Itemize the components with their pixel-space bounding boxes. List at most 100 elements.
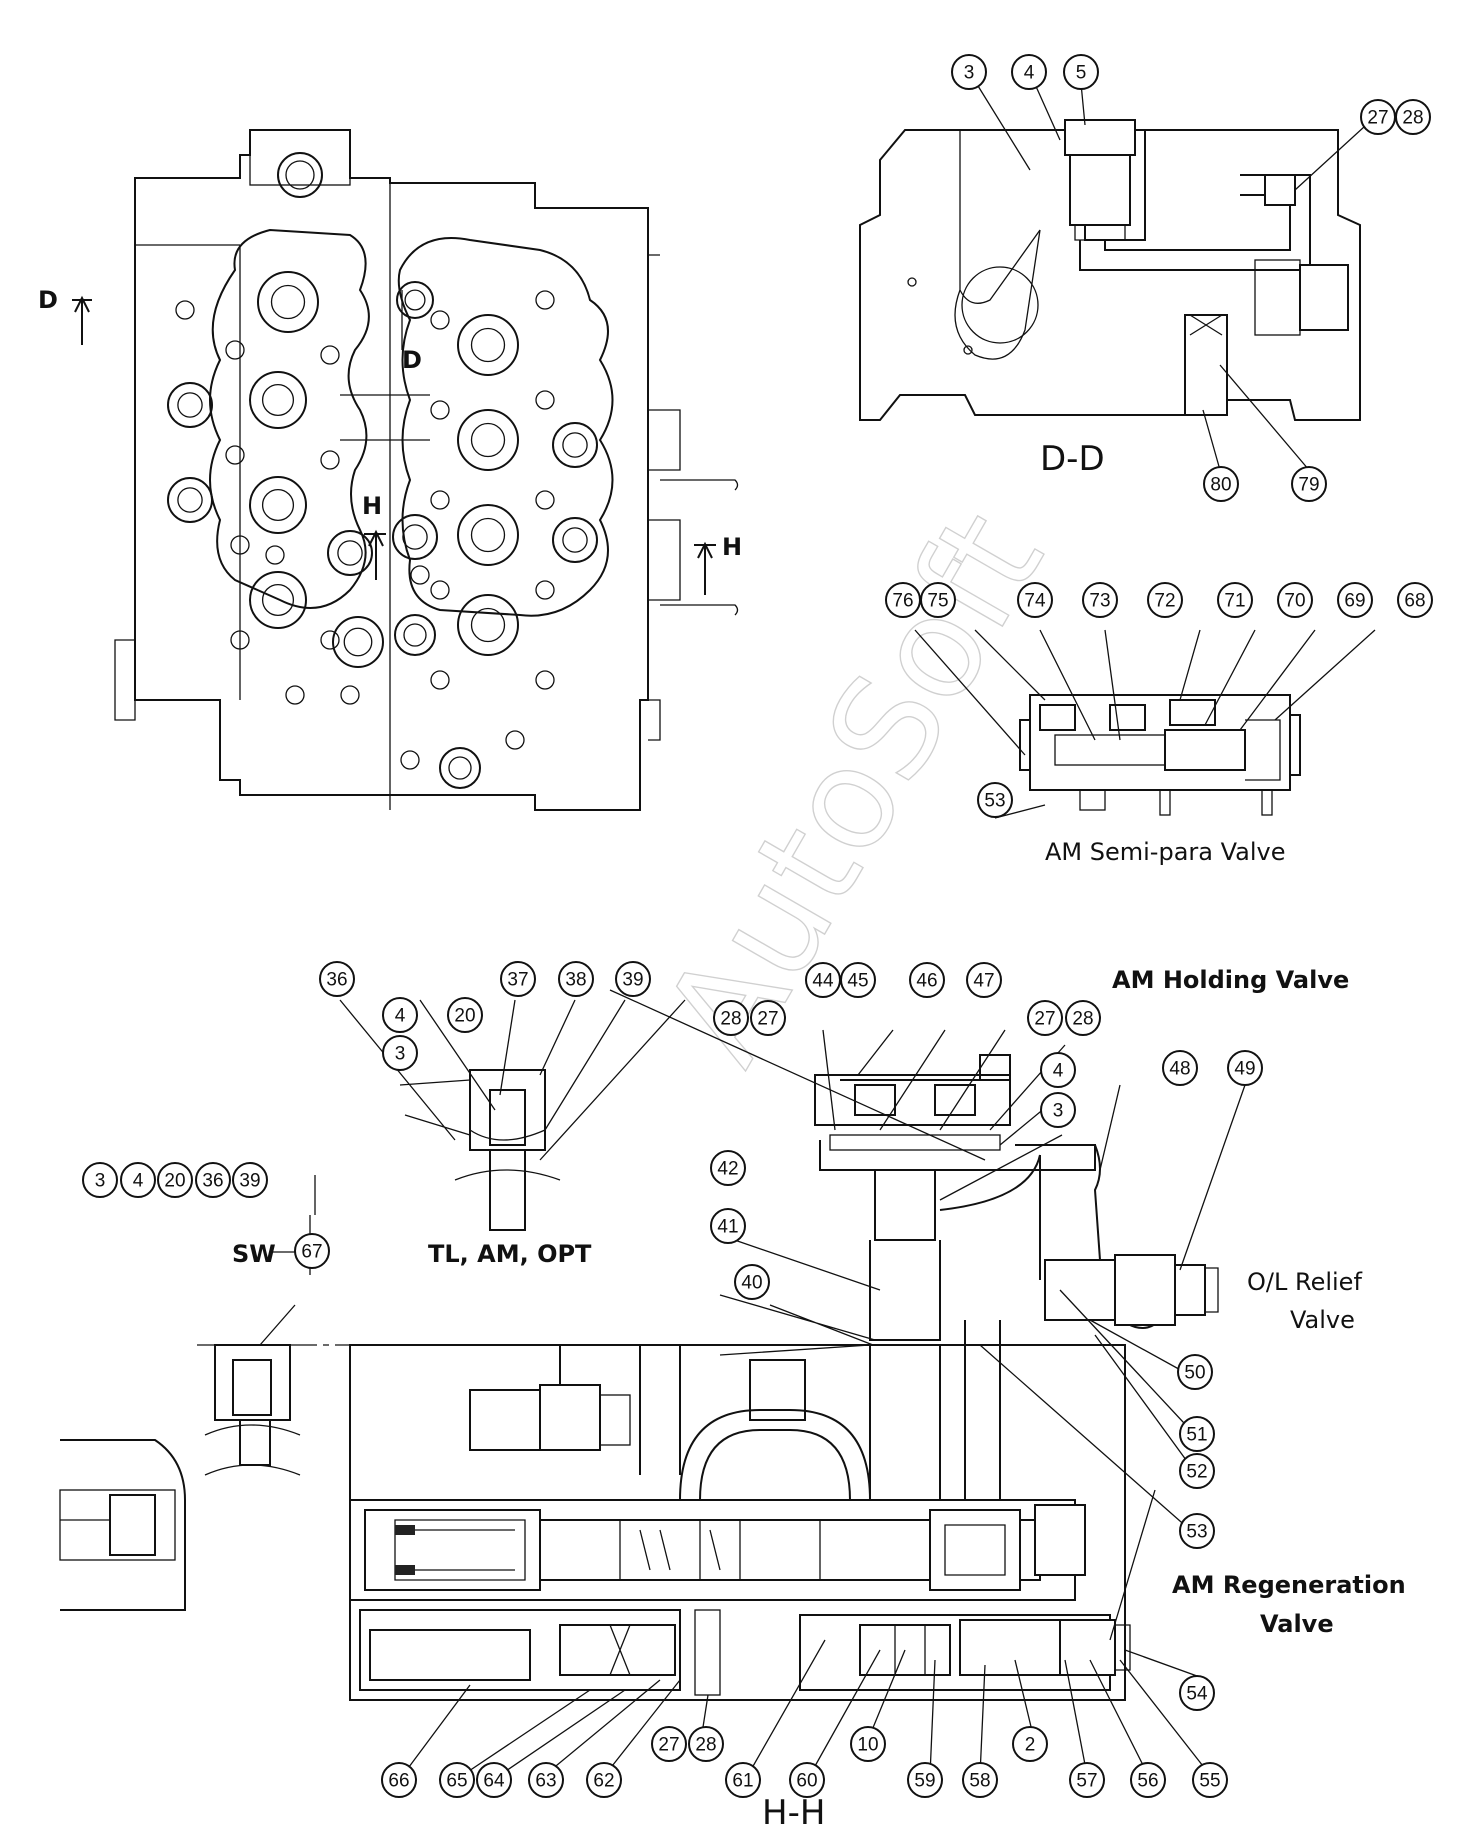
part-callout-hold: 40 [734,1264,770,1300]
callout-circle [850,1726,886,1762]
callout-number: 55 [1199,1771,1220,1792]
callout-circle [1011,54,1047,90]
part-callout-hold: 47 [966,962,1002,998]
callout-number: 69 [1344,591,1365,612]
callout-circle [500,961,536,997]
port-circle [167,477,213,523]
port-circle [249,476,307,534]
bolt-hole [265,545,285,565]
part-callout-tl: 39 [615,961,651,997]
part-callout-semi: 70 [1277,582,1313,618]
callout-number: 27 [658,1735,679,1756]
callout-number: 28 [720,1009,741,1030]
holding-valve-label: AM Holding Valve [1112,966,1349,994]
callout-number: 48 [1169,1059,1190,1080]
semi-para-valve-label: AM Semi-para Valve [1045,838,1286,866]
port-circle [552,422,598,468]
callout-circle [439,1762,475,1798]
bolt-hole [535,580,555,600]
callout-number: 27 [1367,108,1388,129]
callout-circle [1027,1000,1063,1036]
section-dd: D-D [859,72,1377,479]
port-circle [392,514,438,560]
callout-circle [1017,582,1053,618]
port-circle [457,314,519,376]
callout-number: 59 [914,1771,935,1792]
callout-number: 20 [454,1006,475,1027]
bolt-hole [535,290,555,310]
part-callout-bottom: 56 [1130,1762,1166,1798]
part-callout-bottom: 59 [907,1762,943,1798]
callout-number: 4 [1053,1061,1064,1082]
bolt-hole [285,685,305,705]
callout-circle [1012,1726,1048,1762]
part-callout-hold: 45 [840,962,876,998]
part-callout-bottom: 27 [651,1726,687,1762]
callout-number: 2 [1025,1735,1036,1756]
port-circle-inner [470,517,506,553]
section-mark-d-inner: D [402,346,422,374]
callout-circle [586,1762,622,1798]
part-callout-sw: 39 [232,1162,268,1198]
callout-number: 75 [927,591,948,612]
callout-number: 42 [717,1159,738,1180]
callout-number: 61 [732,1771,753,1792]
port-circle-inner [402,524,428,550]
callout-number: 73 [1089,591,1110,612]
callout-number: 63 [535,1771,556,1792]
callout-number: 5 [1076,63,1087,84]
callout-number: 38 [565,970,586,991]
part-callout-hold: 28 [713,1000,749,1036]
tl-am-opt-view: TL, AM, OPT [428,1069,592,1268]
callout-number: 3 [1053,1101,1064,1122]
callout-circle [1277,582,1313,618]
port-circle [167,382,213,428]
callout-number: 62 [593,1771,614,1792]
callout-circle [195,1162,231,1198]
callout-circle [789,1762,825,1798]
part-callout-bottom: 65 [439,1762,475,1798]
callout-circle [1179,1453,1215,1489]
callout-circle [528,1762,564,1798]
callout-circle [1397,582,1433,618]
bolt-hole [535,390,555,410]
callout-circle [1177,1354,1213,1390]
view-title-hh: H-H [762,1793,825,1833]
part-callout-bottom: 66 [381,1762,417,1798]
callout-number: 72 [1154,591,1175,612]
part-callout-semi: 53 [977,782,1013,818]
callout-number: 79 [1298,475,1319,496]
callout-circle [651,1726,687,1762]
callout-circle [615,961,651,997]
part-callout-tl: 4 [382,997,418,1033]
port-circle [439,747,481,789]
port-circle-inner [562,432,588,458]
part-callout-tl: 37 [500,961,536,997]
part-callout-right: 53 [1179,1513,1215,1549]
part-callout-semi: 68 [1397,582,1433,618]
callout-circle [909,962,945,998]
callout-number: 3 [95,1171,106,1192]
callout-number: 67 [301,1242,322,1263]
callout-circle [1217,582,1253,618]
callout-number: 52 [1186,1462,1207,1483]
callout-circle [710,1150,746,1186]
callout-circle [1065,1000,1101,1036]
section-mark-h-right: H [722,533,742,561]
callout-number: 47 [973,971,994,992]
semi-para-valve: AM Semi-para Valve [1019,694,1301,866]
callout-number: 53 [984,791,1005,812]
bolt-hole [320,630,340,650]
callout-circle [713,1000,749,1036]
port-circle-inner [404,289,426,311]
part-callout-bottom: 62 [586,1762,622,1798]
callout-number: 68 [1404,591,1425,612]
callout-circle [319,961,355,997]
callout-number: 27 [757,1009,778,1030]
callout-circle [558,961,594,997]
port-circle [249,371,307,429]
bolt-hole [225,340,245,360]
part-callout-bottom: 10 [850,1726,886,1762]
part-callout-right: 54 [1179,1675,1215,1711]
